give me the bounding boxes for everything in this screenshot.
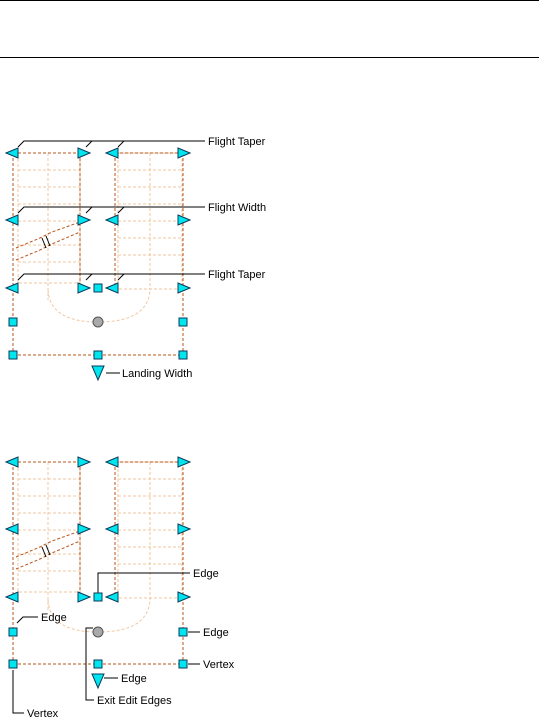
flight-grip-right-arrow[interactable] <box>77 456 92 468</box>
landing-width-grip[interactable] <box>91 365 105 382</box>
taper-grip-left-arrow[interactable] <box>104 147 119 159</box>
exit-edit-edges-grip[interactable] <box>91 673 105 690</box>
top-rule <box>0 0 539 1</box>
flight-grip-right-arrow[interactable] <box>77 523 92 535</box>
vertex-label: Vertex <box>203 659 235 671</box>
right-flight <box>117 461 183 600</box>
flight-width-label: Flight Width <box>208 202 266 214</box>
edge-grip[interactable] <box>8 627 18 637</box>
vertex-grip[interactable] <box>8 659 18 669</box>
flight-grip-left-arrow[interactable] <box>4 591 19 603</box>
edge-label: Edge <box>41 612 67 624</box>
left-flight <box>15 152 81 300</box>
width-grip-left-arrow[interactable] <box>104 214 119 226</box>
edge-grip[interactable] <box>178 627 188 637</box>
leader-lines <box>12 572 200 714</box>
edge-label: Edge <box>121 673 147 685</box>
edge-label: Edge <box>203 627 229 639</box>
figure-1-flight-grips: Flight Taper Flight Width Flight Taper L… <box>4 136 266 382</box>
flight-grip-left-arrow[interactable] <box>4 523 19 535</box>
flight-taper-label: Flight Taper <box>208 136 266 148</box>
taper-grip-right-arrow[interactable] <box>177 282 192 294</box>
flight-grip-left-arrow[interactable] <box>104 456 119 468</box>
square-grip[interactable] <box>8 317 18 327</box>
flight-taper-label: Flight Taper <box>208 269 266 281</box>
flight-grip-right-arrow[interactable] <box>77 591 92 603</box>
flight-grip-left-arrow[interactable] <box>4 456 19 468</box>
taper-grip-left-arrow[interactable] <box>4 282 19 294</box>
flight-grip-left-arrow[interactable] <box>104 523 119 535</box>
center-grip[interactable] <box>92 626 104 638</box>
taper-grip-right-arrow[interactable] <box>77 147 92 159</box>
taper-grip-left-arrow[interactable] <box>4 147 19 159</box>
right-flight <box>117 152 183 290</box>
edge-grip[interactable] <box>93 659 103 669</box>
square-grip[interactable] <box>93 283 103 293</box>
flight-grip-right-arrow[interactable] <box>177 456 192 468</box>
leader-lines <box>17 140 205 374</box>
width-grip-left-arrow[interactable] <box>4 214 19 226</box>
square-grip[interactable] <box>178 317 188 327</box>
flight-grip-right-arrow[interactable] <box>177 591 192 603</box>
flight-grip-right-arrow[interactable] <box>177 523 192 535</box>
taper-grip-left-arrow[interactable] <box>104 282 119 294</box>
figure-2-edge-grips: Edge Edge Edge Vertex Edge Exit Edit Edg… <box>4 456 235 720</box>
square-grip[interactable] <box>8 350 18 360</box>
landing-width-label: Landing Width <box>122 368 192 380</box>
square-grip[interactable] <box>178 350 188 360</box>
taper-grip-right-arrow[interactable] <box>177 147 192 159</box>
vertex-label: Vertex <box>27 708 59 720</box>
square-grip[interactable] <box>93 350 103 360</box>
header-rule <box>0 57 539 58</box>
center-grip[interactable] <box>92 316 104 328</box>
width-grip-right-arrow[interactable] <box>177 214 192 226</box>
edge-label: Edge <box>193 568 219 580</box>
taper-grip-right-arrow[interactable] <box>77 282 92 294</box>
flight-grip-left-arrow[interactable] <box>104 591 119 603</box>
left-flight <box>15 461 81 610</box>
vertex-grip[interactable] <box>178 659 188 669</box>
width-grip-right-arrow[interactable] <box>77 214 92 226</box>
edge-grip[interactable] <box>93 592 103 602</box>
exit-edit-edges-label: Exit Edit Edges <box>97 695 172 707</box>
